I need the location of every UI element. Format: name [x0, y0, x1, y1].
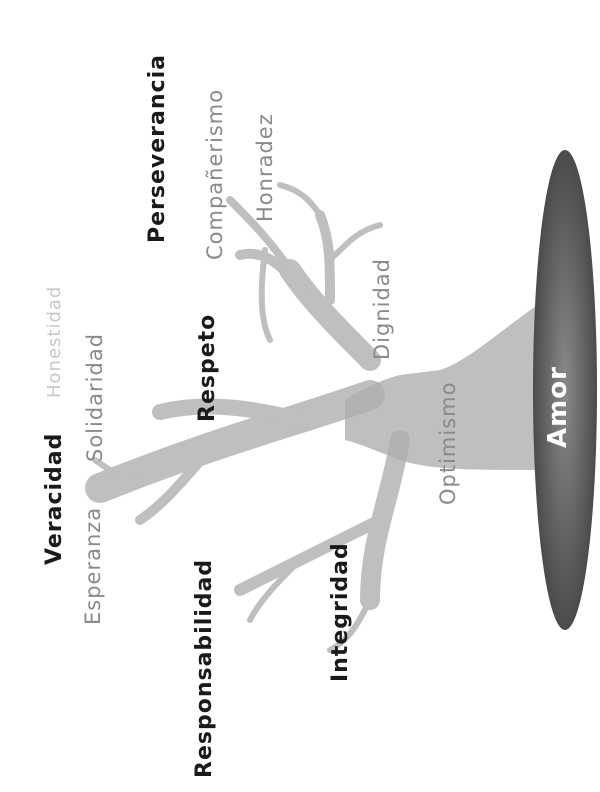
label-integridad: Integridad	[330, 542, 352, 682]
label-honradez: Honradez	[255, 113, 276, 222]
label-respeto: Respeto	[197, 314, 219, 422]
label-responsabilidad: Responsabilidad	[194, 559, 216, 778]
label-esperanza: Esperanza	[83, 507, 104, 625]
root-label: Amor	[545, 366, 571, 448]
label-perseverancia: Perseverancia	[147, 54, 169, 243]
label-optimismo: Optimismo	[438, 382, 459, 505]
label-honestidad: Honestidad	[46, 286, 64, 398]
label-dignidad: Dignidad	[372, 258, 393, 360]
label-companerismo: Compañerismo	[205, 89, 226, 260]
label-solidaridad: Solidaridad	[85, 333, 106, 462]
label-veracidad: Veracidad	[44, 433, 66, 565]
